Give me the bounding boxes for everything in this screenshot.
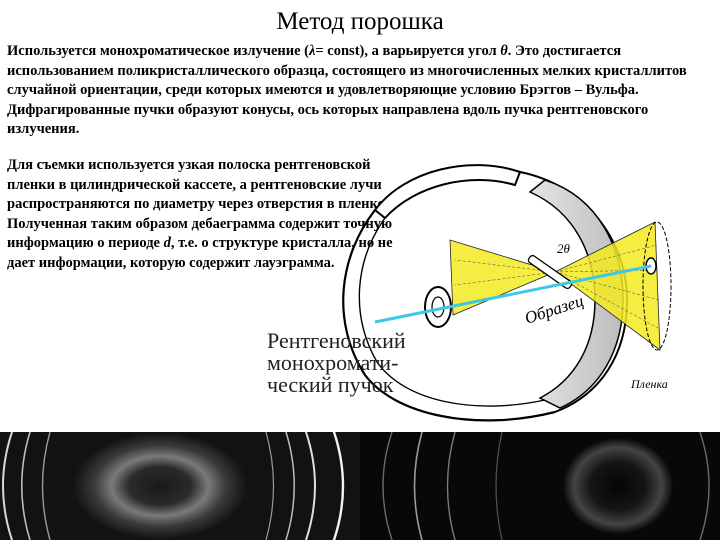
diffraction-cone-forward	[554, 221, 661, 351]
intro-text-3: . Это достигается использованием поликри…	[7, 43, 687, 137]
diffraction-cone-back	[449, 239, 557, 316]
beam-label-line2: монохромати-	[267, 350, 398, 375]
diffraction-arcs	[2, 432, 710, 540]
cone-rays	[454, 244, 660, 329]
xray-beam	[374, 264, 652, 324]
cassette-inner-rim	[358, 217, 546, 407]
slide-title: Метод порошка	[276, 8, 444, 35]
debye-camera-diagram: 2θ Образец Пленка Рентгеновский монохром…	[267, 164, 672, 422]
cassette-rim-front	[342, 209, 556, 422]
theta-symbol: θ	[500, 43, 508, 59]
method-text-2: , т.е. о структуре кристалла, но не дает…	[7, 235, 393, 271]
intro-text-2: = const), а варьируется угол	[315, 43, 501, 59]
debyegram-film-strip	[0, 432, 720, 540]
intro-paragraph: Используется монохроматическое излучение…	[7, 42, 713, 140]
sample-label: Образец	[522, 291, 585, 328]
angle-label: 2θ	[557, 241, 571, 256]
cassette-body	[373, 164, 522, 220]
cone-base-ellipse	[642, 221, 672, 351]
d-symbol: d	[163, 235, 171, 251]
beam-label-line3: ческий пучок	[267, 372, 394, 397]
sample-rod	[527, 254, 573, 290]
method-text-1: Для съемки используется узкая полоска ре…	[7, 157, 393, 251]
beam-label-line1: Рентгеновский	[267, 328, 406, 353]
left-center-spot	[72, 432, 248, 540]
lambda-symbol: λ	[308, 43, 316, 59]
right-center-spot	[563, 438, 673, 534]
method-paragraph: Для съемки используется узкая полоска ре…	[7, 156, 417, 273]
film-label: Пленка	[630, 377, 668, 391]
intro-text-1: Используется монохроматическое излучение…	[7, 43, 309, 59]
